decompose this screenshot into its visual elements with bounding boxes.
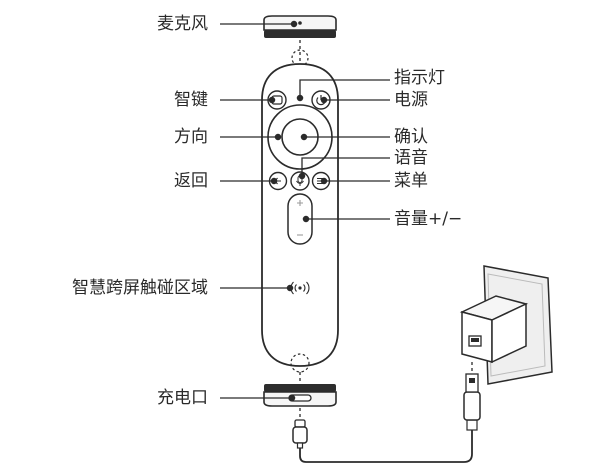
power-adapter [459, 295, 529, 364]
label-microphone: 麦克风 [157, 14, 208, 34]
label-confirm: 确认 [394, 127, 428, 147]
label-cross-screen-touch-area: 智慧跨屏触碰区域 [72, 278, 208, 298]
label-charging-port: 充电口 [157, 388, 208, 408]
plus-icon [297, 200, 303, 206]
label-smart-key: 智键 [174, 90, 208, 110]
leader-lines [220, 20, 390, 402]
label-indicator-light: 指示灯 [394, 68, 445, 88]
label-direction: 方向 [174, 127, 208, 147]
label-volume: 音量+/− [394, 209, 463, 229]
charging-cable [299, 430, 473, 463]
usb-c-plug [292, 419, 308, 449]
label-back: 返回 [174, 171, 208, 191]
microphone-detail-cap [263, 15, 337, 38]
label-menu: 菜单 [394, 171, 428, 191]
charging-port-detail [263, 384, 337, 407]
usb-a-plug [463, 362, 481, 431]
microphone-hole-icon [298, 21, 302, 25]
label-power: 电源 [394, 90, 428, 110]
label-voice: 语音 [394, 148, 428, 168]
